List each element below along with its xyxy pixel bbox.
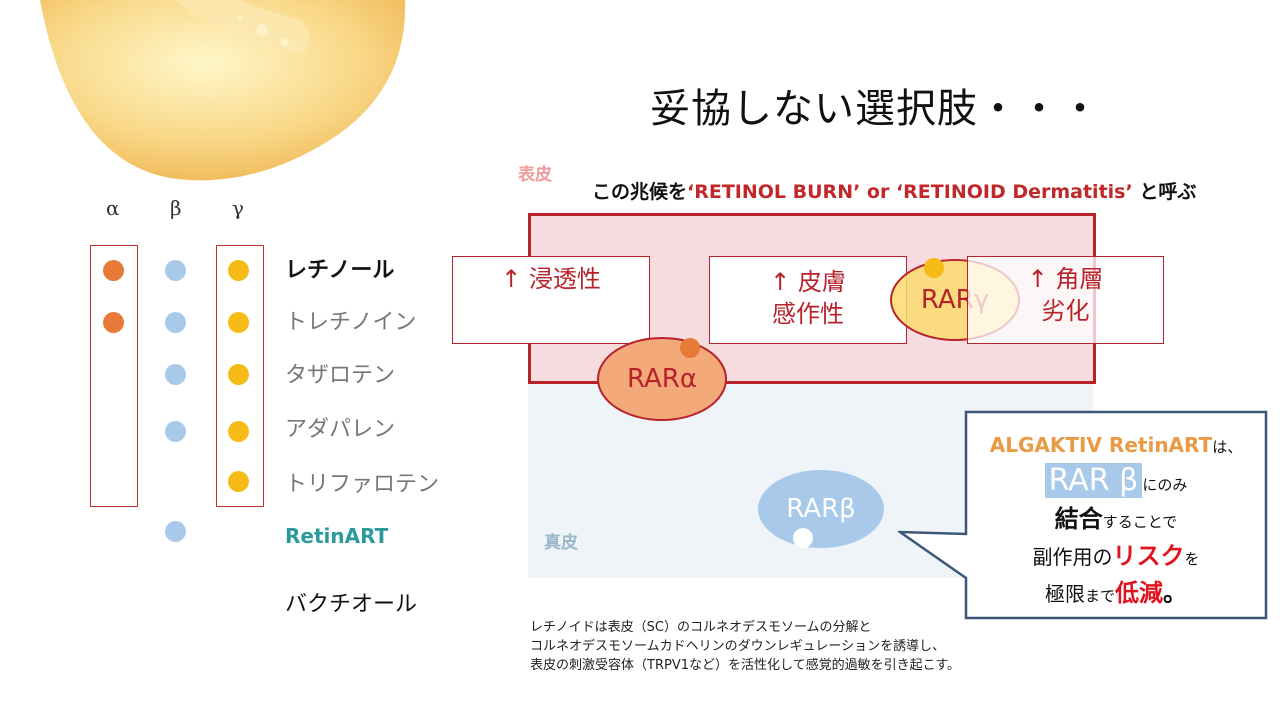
rar-gamma-ligand-dot — [924, 258, 944, 278]
drug-label-trifarotene: トリファロテン — [285, 472, 440, 497]
effect-box-sensitization: ↑ 皮膚 感作性 — [709, 256, 907, 344]
dot-tazarotene-gamma — [228, 364, 249, 385]
oil-droplet-image — [40, 0, 406, 181]
column-header-gamma: γ — [232, 196, 244, 220]
dot-adapalene-gamma — [228, 421, 249, 442]
dot-trifarotene-gamma — [228, 471, 249, 492]
rar-beta-ligand-dot — [793, 528, 813, 548]
effect-box-permeability: ↑ 浸透性 — [452, 256, 650, 344]
drug-label-tretinoin: トレチノイン — [285, 310, 417, 335]
drug-label-bakuchiol: バクチオール — [285, 592, 418, 617]
dot-tazarotene-beta — [165, 364, 186, 385]
dot-tretinoin-beta — [165, 312, 186, 333]
callout-bubble — [898, 410, 1268, 620]
dot-retinart-beta — [165, 521, 186, 542]
footnote: レチノイドは表皮（SC）のコルネオデスモソームの分解と コルネオデスモソームカド… — [530, 620, 961, 673]
effect-box-stratum-degradation: ↑ 角層 劣化 — [967, 256, 1164, 344]
retinol-burn-subtitle: この兆候を‘RETINOL BURN’ or ‘RETINOID Dermati… — [592, 181, 1197, 203]
rar-alpha-ligand-dot — [680, 338, 700, 358]
dot-retinol-beta — [165, 260, 186, 281]
column-header-alpha: α — [106, 196, 120, 220]
column-header-beta: β — [170, 196, 182, 220]
epidermis-label: 表皮 — [518, 165, 552, 185]
rar-beta-receptor: RARβ — [758, 470, 884, 548]
page-title: 妥協しない選択肢・・・ — [650, 86, 1101, 132]
drug-label-tazarotene: タザロテン — [285, 363, 396, 388]
dot-tretinoin-alpha — [103, 312, 124, 333]
dot-adapalene-beta — [165, 421, 186, 442]
dot-retinol-alpha — [103, 260, 124, 281]
dermis-label: 真皮 — [544, 533, 578, 553]
dot-tretinoin-gamma — [228, 312, 249, 333]
rar-alpha-receptor: RARα — [597, 337, 727, 421]
gamma-column-box — [216, 245, 264, 507]
dot-retinol-gamma — [228, 260, 249, 281]
alpha-column-box — [90, 245, 138, 507]
drug-label-retinol: レチノール — [285, 258, 395, 283]
drug-label-adapalene: アダパレン — [285, 417, 396, 442]
drug-label-retinart: RetinART — [285, 524, 389, 548]
